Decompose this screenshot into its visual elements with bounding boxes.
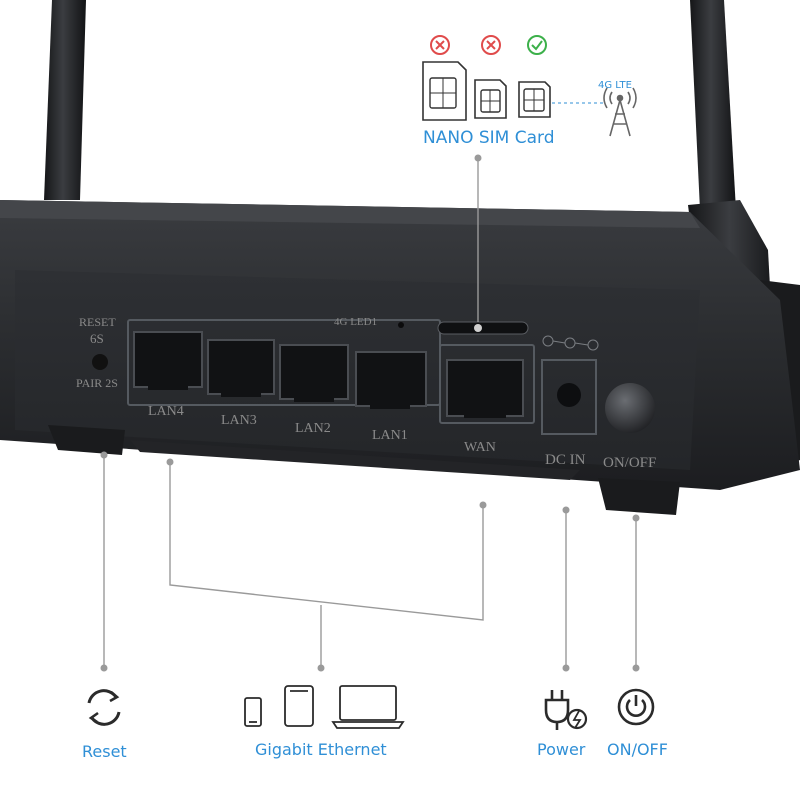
sim-card-title: NANO SIM Card xyxy=(423,128,555,148)
check-icon xyxy=(527,35,547,55)
ethernet-feature-label: Gigabit Ethernet xyxy=(255,740,387,759)
lan-port-4[interactable] xyxy=(133,331,203,390)
cell-tower-icon xyxy=(603,87,637,137)
reset-pinhole[interactable] xyxy=(92,354,108,370)
callout-lines xyxy=(103,158,637,668)
cross-icon xyxy=(481,35,501,55)
lan2-label: LAN2 xyxy=(295,421,331,436)
lan-port-2[interactable] xyxy=(279,344,349,402)
callout-dots xyxy=(100,154,640,672)
power-button-icon xyxy=(617,688,655,726)
power-feature-label: Power xyxy=(537,740,586,759)
dc-in-label: DC IN xyxy=(545,452,586,468)
lan-port-3[interactable] xyxy=(207,339,275,397)
reset-label-bottom: PAIR 2S xyxy=(76,376,118,390)
lan1-label: LAN1 xyxy=(372,428,408,443)
reset-feature-label: Reset xyxy=(82,742,127,761)
sim-card-nano-icon xyxy=(518,81,551,118)
dc-in-port[interactable] xyxy=(541,335,599,435)
wan-port[interactable] xyxy=(446,359,524,418)
reset-label-mid: 6S xyxy=(90,331,104,346)
port-block xyxy=(127,319,535,424)
lan3-label: LAN3 xyxy=(221,413,257,428)
4g-led xyxy=(398,322,404,328)
mid-foot xyxy=(130,440,580,480)
reset-icon xyxy=(87,689,121,726)
network-label: 4G LTE xyxy=(598,80,632,91)
laptop-icon xyxy=(331,685,405,729)
onoff-feature-label: ON/OFF xyxy=(607,740,668,759)
sim-card-large-icon xyxy=(422,61,467,121)
tablet-icon xyxy=(284,685,314,727)
lan-port-1[interactable] xyxy=(355,351,427,409)
left-antenna xyxy=(44,0,86,200)
led-label: 4G LED1 xyxy=(334,316,378,328)
left-foot xyxy=(48,425,125,455)
onoff-panel-label: ON/OFF xyxy=(603,455,657,471)
right-foot xyxy=(598,478,680,515)
sim-card-medium-icon xyxy=(474,79,507,119)
power-plug-icon xyxy=(544,690,588,730)
cross-icon xyxy=(430,35,450,55)
power-button-knob[interactable] xyxy=(605,383,655,433)
wan-label: WAN xyxy=(464,440,496,455)
phone-icon xyxy=(244,697,262,727)
lan4-label: LAN4 xyxy=(148,404,184,419)
reset-label-top: RESET xyxy=(79,315,116,329)
sim-slot[interactable] xyxy=(437,321,529,335)
